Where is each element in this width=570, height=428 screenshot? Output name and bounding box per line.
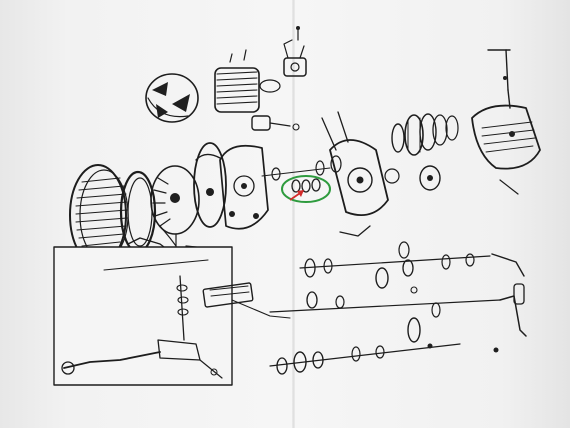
clutch-stack	[391, 113, 459, 191]
selector-parts	[339, 225, 418, 294]
gearbox-shaft-middle	[269, 283, 527, 343]
page-fold	[292, 0, 295, 428]
upper-shaft-stack	[261, 155, 342, 181]
gearbox-shaft-upper	[299, 253, 525, 289]
crankcase-right	[321, 111, 400, 216]
inset-detail-box	[53, 246, 254, 386]
highlighted-bearing-group	[281, 175, 331, 203]
highlight-circle	[281, 175, 331, 203]
cylinder-barrel	[214, 49, 281, 113]
cylinder-head	[145, 73, 199, 123]
side-cover	[471, 104, 541, 195]
gearbox-shaft-lower	[269, 343, 499, 375]
flywheel	[150, 165, 200, 247]
stator-plate	[193, 142, 227, 228]
crankcase-left	[219, 144, 269, 230]
gear-lever-shaft	[487, 49, 511, 109]
carburettor	[283, 26, 307, 77]
piston-assembly	[251, 115, 300, 131]
